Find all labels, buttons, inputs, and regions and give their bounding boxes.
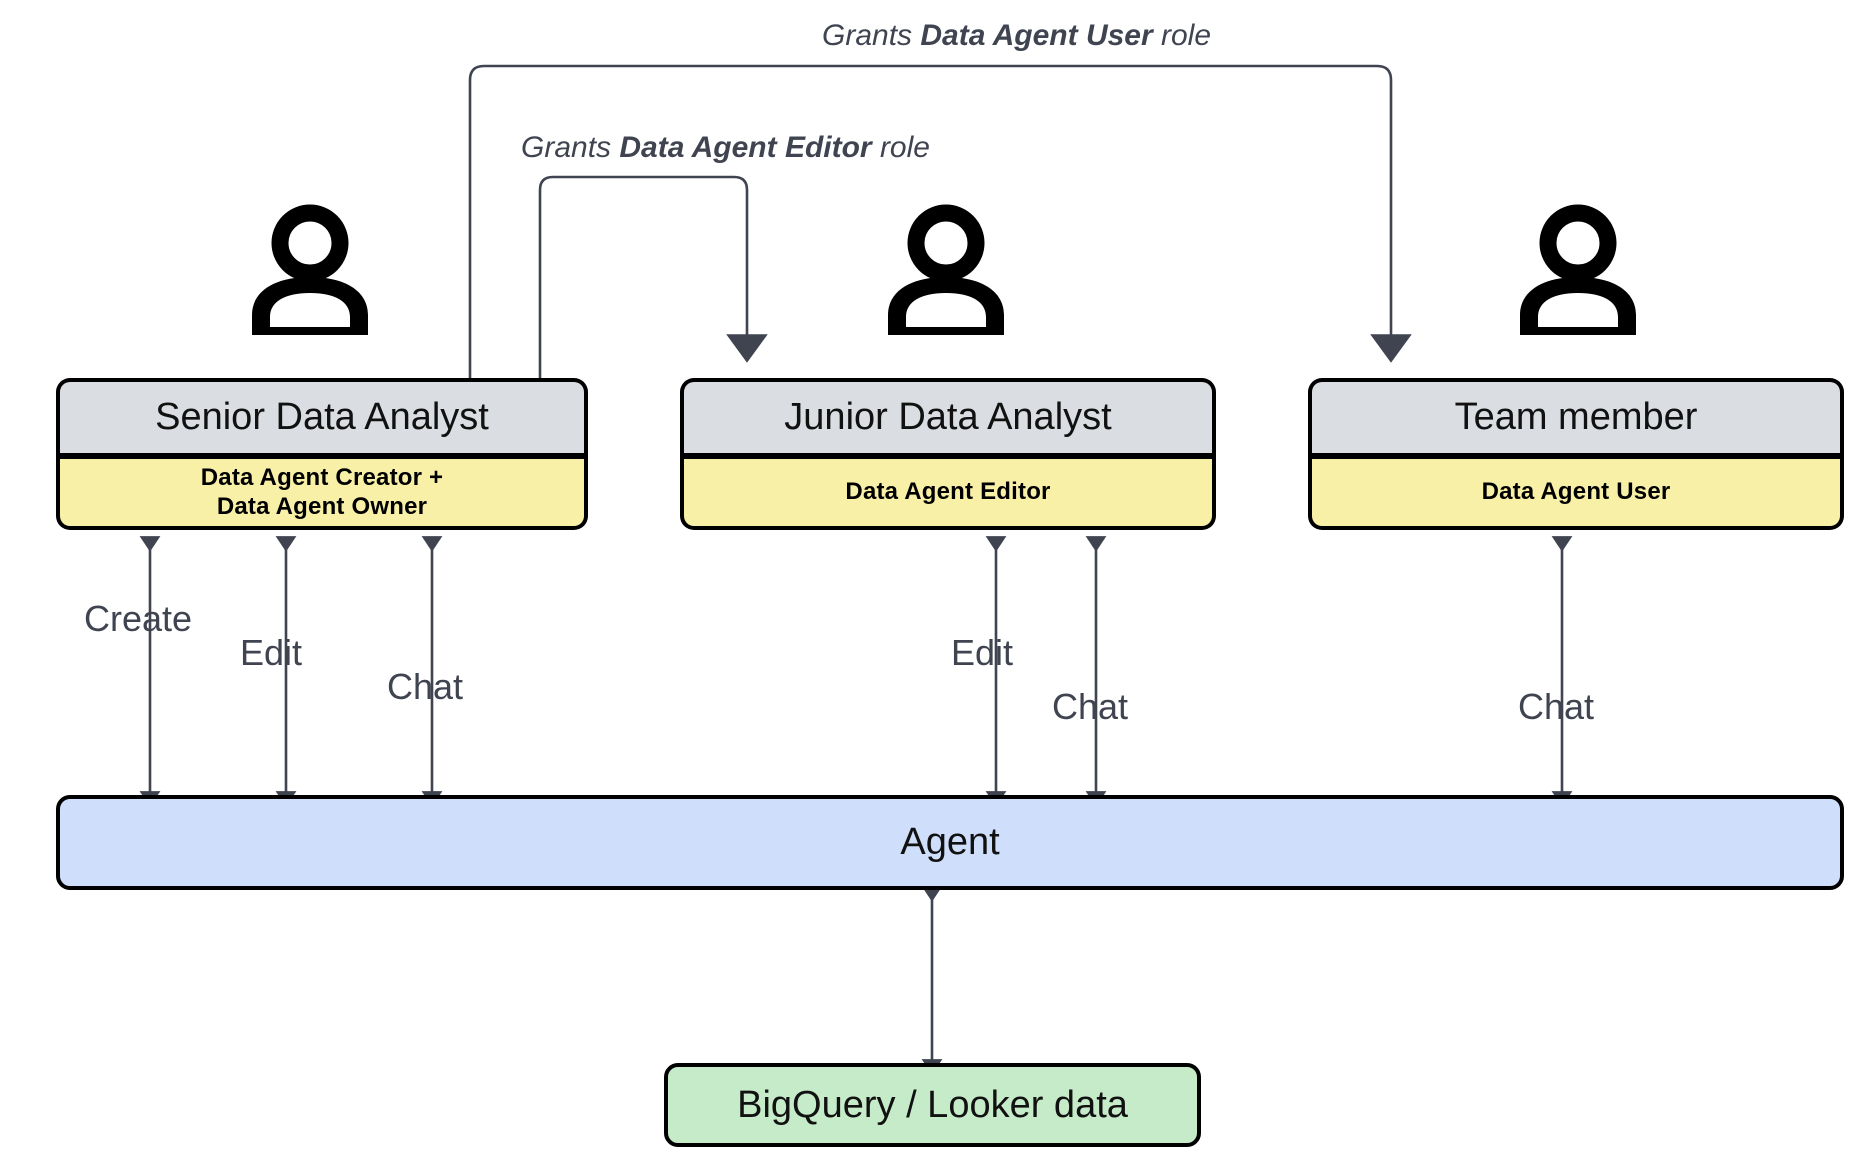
grant-editor-role: Data Agent Editor [619, 131, 872, 164]
edge-label-junior-edit: Edit [951, 632, 1014, 673]
persona-title-junior-data-analyst: Junior Data Analyst [784, 396, 1112, 439]
persona-title-senior-data-analyst: Senior Data Analyst [155, 396, 489, 439]
grant-editor-prefix: Grants [521, 131, 620, 164]
edge-label-senior-edit: Edit [240, 632, 303, 673]
agent-bar[interactable]: Agent [56, 795, 1844, 890]
grant-user-role: Data Agent User [920, 19, 1153, 52]
datasource-box[interactable]: BigQuery / Looker data [664, 1063, 1201, 1147]
role-badge: Data Agent Owner [216, 492, 428, 520]
persona-header-team-member[interactable]: Team member [1308, 378, 1844, 456]
grant-user-prefix: Grants [822, 19, 921, 52]
datasource-label: BigQuery / Looker data [737, 1083, 1128, 1126]
connector-grants-editor [538, 175, 768, 378]
edge-label-junior-chat: Chat [1052, 686, 1129, 727]
persona-header-senior-data-analyst[interactable]: Senior Data Analyst [56, 378, 588, 456]
edge-label-senior-create: Create [84, 598, 193, 639]
person-icon-senior-data-analyst [242, 203, 378, 335]
grant-label-user: Grants Data Agent User role [822, 19, 1211, 53]
persona-header-junior-data-analyst[interactable]: Junior Data Analyst [680, 378, 1216, 456]
persona-roles-junior-data-analyst[interactable]: Data Agent Editor [680, 456, 1216, 530]
grant-user-suffix: role [1152, 19, 1212, 52]
grant-editor-suffix: role [871, 131, 930, 164]
persona-roles-team-member[interactable]: Data Agent User [1308, 456, 1844, 530]
role-badge: Data Agent Creator + [200, 464, 444, 492]
person-icon-junior-data-analyst [878, 203, 1014, 335]
person-icon-team-member [1510, 203, 1646, 335]
edge-label-team-chat: Chat [1518, 686, 1595, 727]
edge-label-senior-chat: Chat [387, 666, 464, 707]
role-badge: Data Agent Editor [845, 478, 1051, 506]
persona-title-team-member: Team member [1454, 396, 1698, 439]
role-badge: Data Agent User [1481, 478, 1671, 506]
grant-label-editor: Grants Data Agent Editor role [521, 131, 930, 165]
agent-label: Agent [900, 821, 1000, 864]
persona-roles-senior-data-analyst[interactable]: Data Agent Creator + Data Agent Owner [56, 456, 588, 530]
